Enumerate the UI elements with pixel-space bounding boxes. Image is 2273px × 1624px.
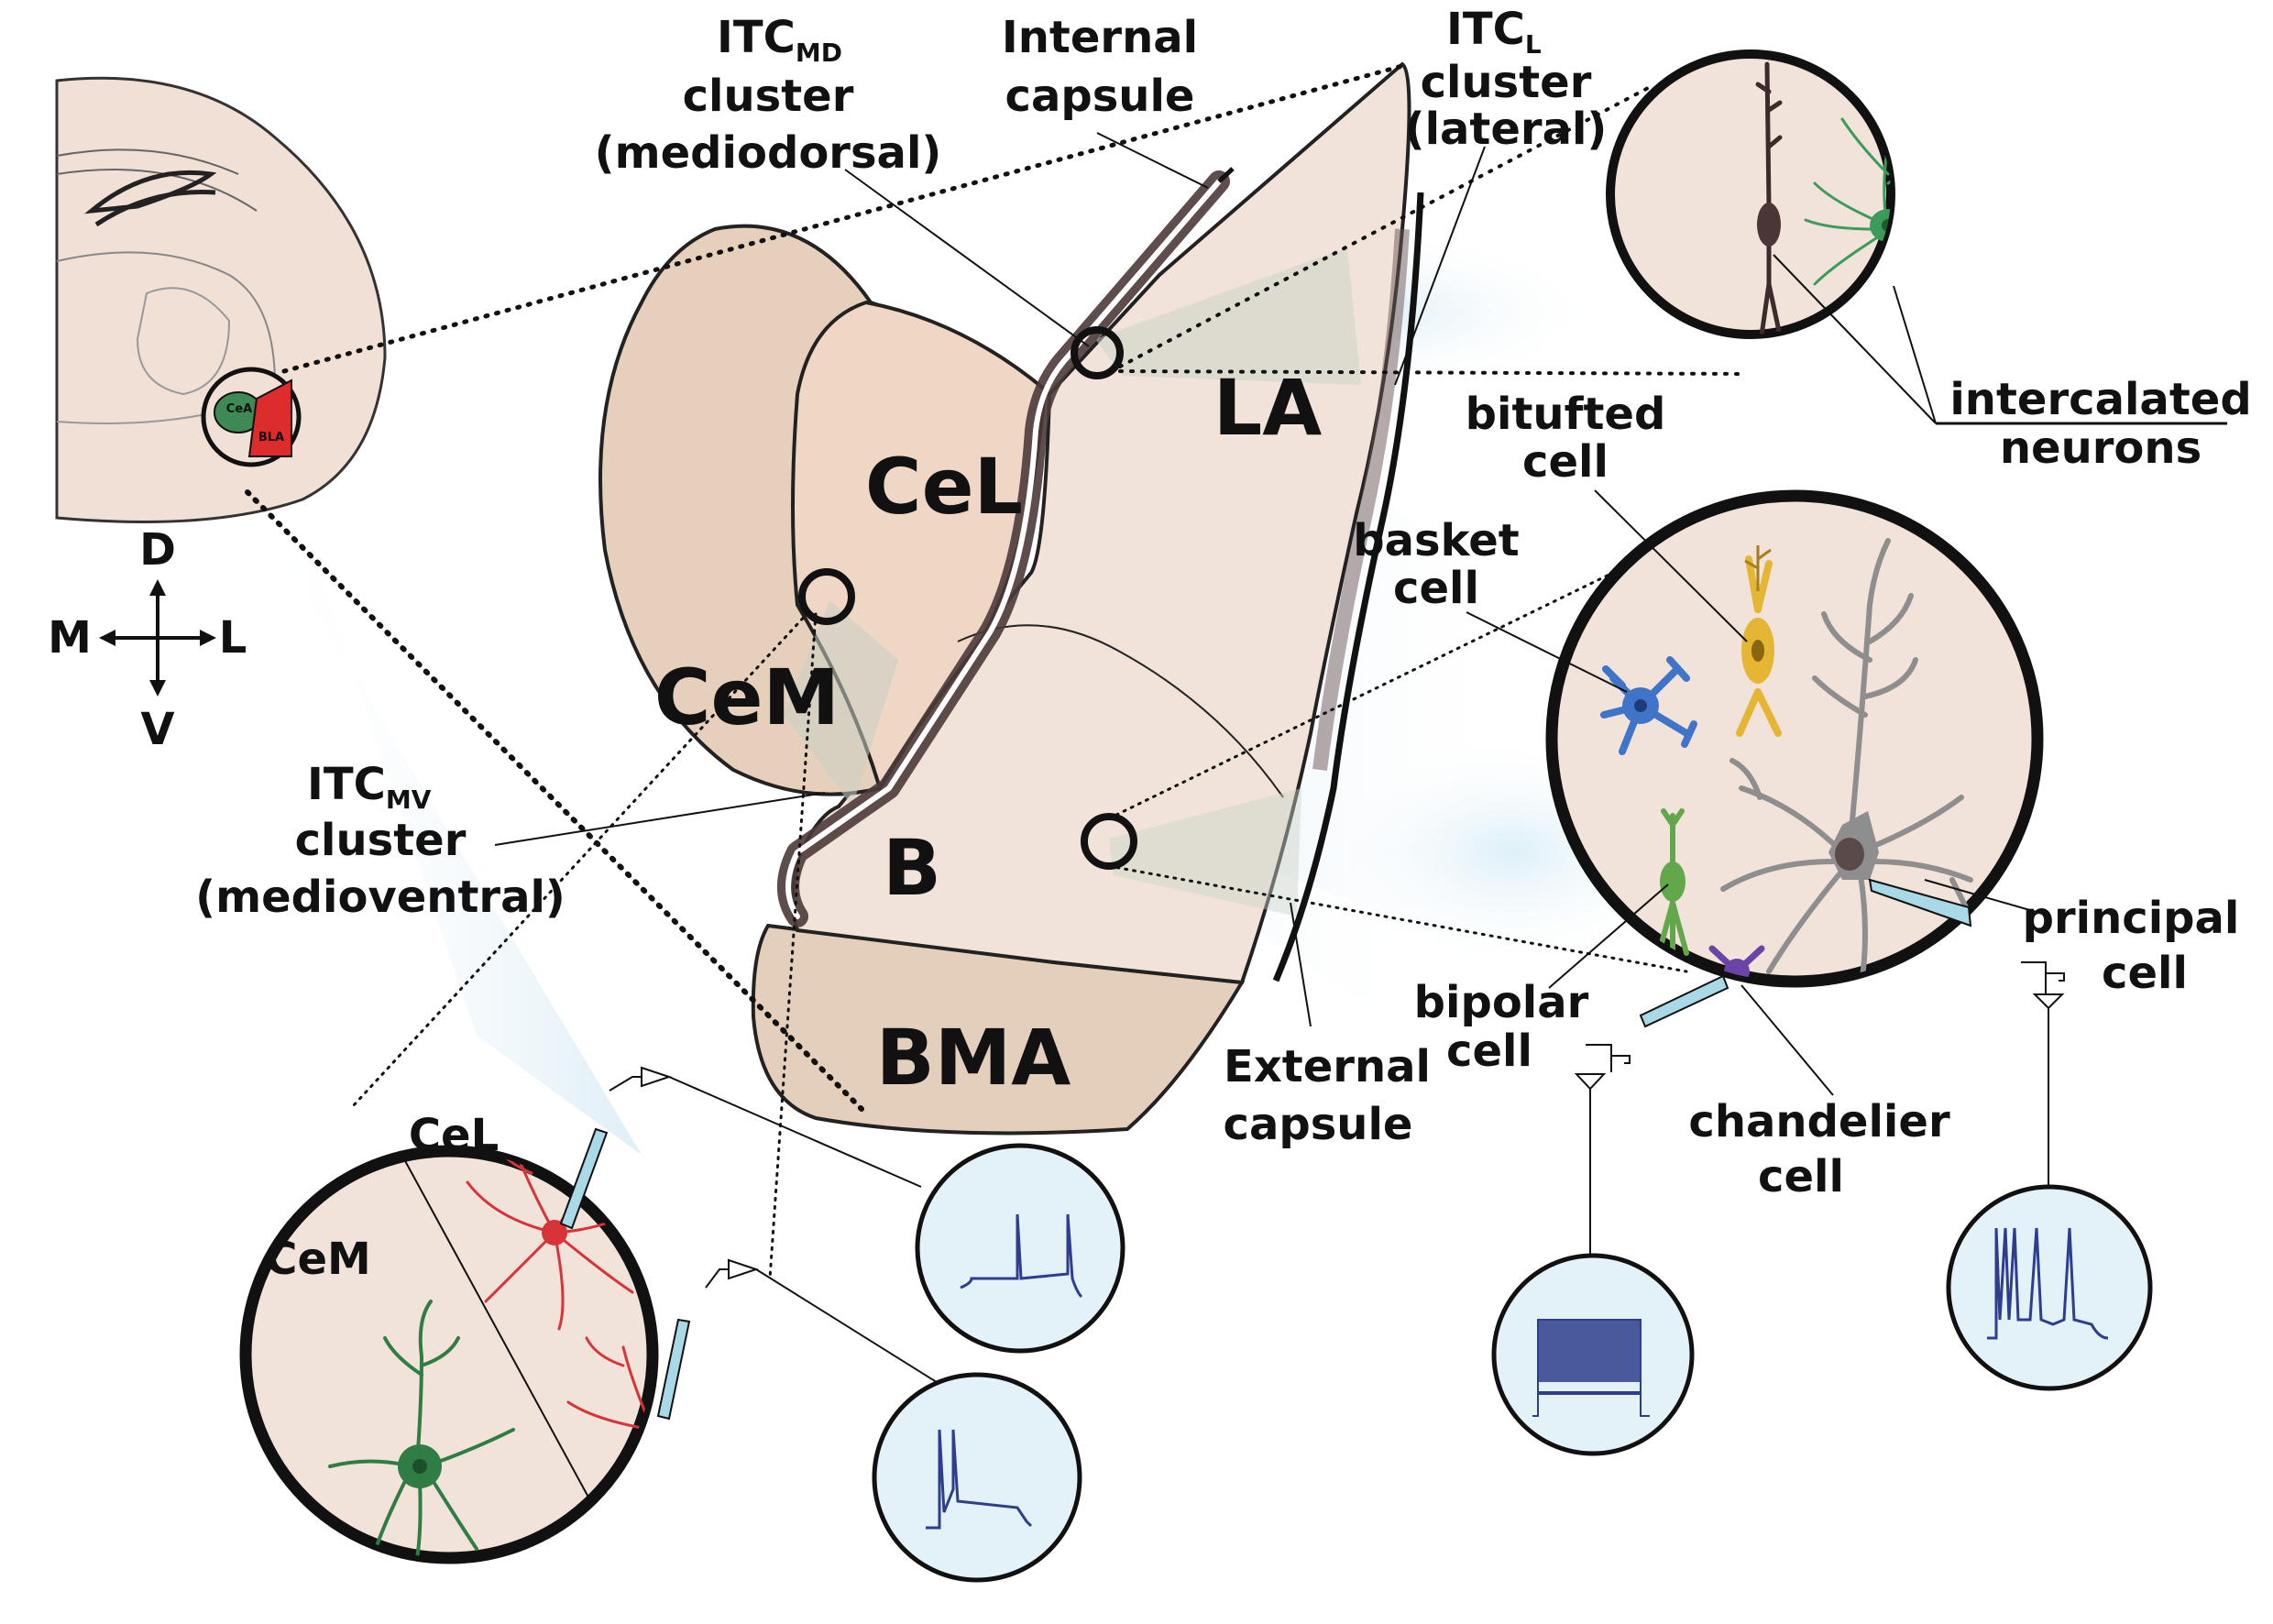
- chandelier-cell-line2: cell: [1758, 1151, 1844, 1202]
- region-cel-label: CeL: [865, 442, 1023, 532]
- bitufted-cell-line1: bitufted: [1466, 389, 1666, 440]
- itc-md-line2: cluster: [683, 71, 854, 122]
- itc-mv-label: ITCMV: [307, 759, 432, 815]
- cel-pipette-upper: [559, 1066, 922, 1230]
- cem-neuron-drawing: [328, 1300, 515, 1558]
- region-la-label: LA: [1213, 363, 1323, 453]
- label-leaders: [494, 132, 1486, 1027]
- chandelier-cell-line1: chandelier: [1688, 1096, 1950, 1147]
- brain-section-thumbnail: CeA BLA: [55, 76, 387, 523]
- principal-cell-pipette: [1868, 878, 2065, 1191]
- projection-lines: [245, 63, 1748, 1280]
- bipolar-cell-line1: bipolar: [1414, 977, 1589, 1028]
- compass-ventral: V: [140, 704, 174, 755]
- basket-cell-line1: basket: [1353, 515, 1519, 566]
- chandelier-cell-pipette: [1574, 974, 1729, 1260]
- itc-l-line2: cluster: [1421, 57, 1592, 108]
- itc-l-label: ITCL: [1446, 4, 1542, 60]
- itc-mv-line2: cluster: [295, 815, 467, 866]
- external-capsule-line1: External: [1224, 1041, 1431, 1092]
- internal-capsule-line1: Internal: [1002, 12, 1198, 63]
- compass-medial: M: [48, 612, 92, 664]
- principal-cell-line1: principal: [2023, 893, 2240, 944]
- compass-lateral: L: [219, 612, 247, 664]
- bipolar-cell-line2: cell: [1446, 1026, 1532, 1077]
- principal-cell-line2: cell: [2102, 948, 2188, 999]
- trace-principal: [1946, 1184, 2153, 1391]
- bma-region: [751, 923, 1246, 1136]
- region-bma-label: BMA: [876, 1013, 1071, 1103]
- diagram-labels: ITCMD cluster (mediodorsal) Internal cap…: [195, 4, 2252, 1202]
- compass-dorsal: D: [139, 524, 176, 576]
- thumbnail-bla-label: BLA: [258, 431, 284, 444]
- internal-capsule-line2: capsule: [1005, 71, 1195, 122]
- amygdala-schematic: [598, 61, 1424, 1136]
- trace-cel-lower: [872, 1372, 1082, 1583]
- bitufted-cell-line2: cell: [1522, 436, 1609, 488]
- itc-l-line3: (lateral): [1405, 104, 1608, 155]
- intercalated-neurons-line2: neurons: [2000, 422, 2202, 474]
- itc-md-marker: [1071, 326, 1124, 379]
- thumbnail-cea-label: CeA: [226, 402, 252, 416]
- itc-mv-marker: [798, 568, 855, 625]
- itc-md-label: ITCMD: [717, 12, 842, 68]
- bitufted-cell-drawing: [1736, 555, 1782, 737]
- region-b-label: B: [883, 823, 941, 913]
- intercalated-neurons-line1: intercalated: [1949, 374, 2251, 425]
- basket-cell-line2: cell: [1393, 563, 1479, 614]
- principal-cell-drawing: [1720, 538, 1982, 982]
- orientation-compass: D V M L: [48, 524, 247, 755]
- inset-cel-label: CeL: [409, 1110, 499, 1161]
- cel-pipette-lower: [656, 1258, 940, 1421]
- itc-mv-line3: (medioventral): [195, 872, 566, 923]
- itc-neuron-inset: [1606, 49, 2227, 425]
- cea-inset: CeL CeM: [239, 1066, 940, 1564]
- bla-cell-types-inset: [1466, 489, 2065, 1260]
- inset-cem-label: CeM: [265, 1234, 371, 1285]
- itc-md-line3: (mediodorsal): [595, 127, 942, 179]
- external-capsule-line2: capsule: [1224, 1099, 1413, 1150]
- ephys-traces: [872, 1143, 2153, 1583]
